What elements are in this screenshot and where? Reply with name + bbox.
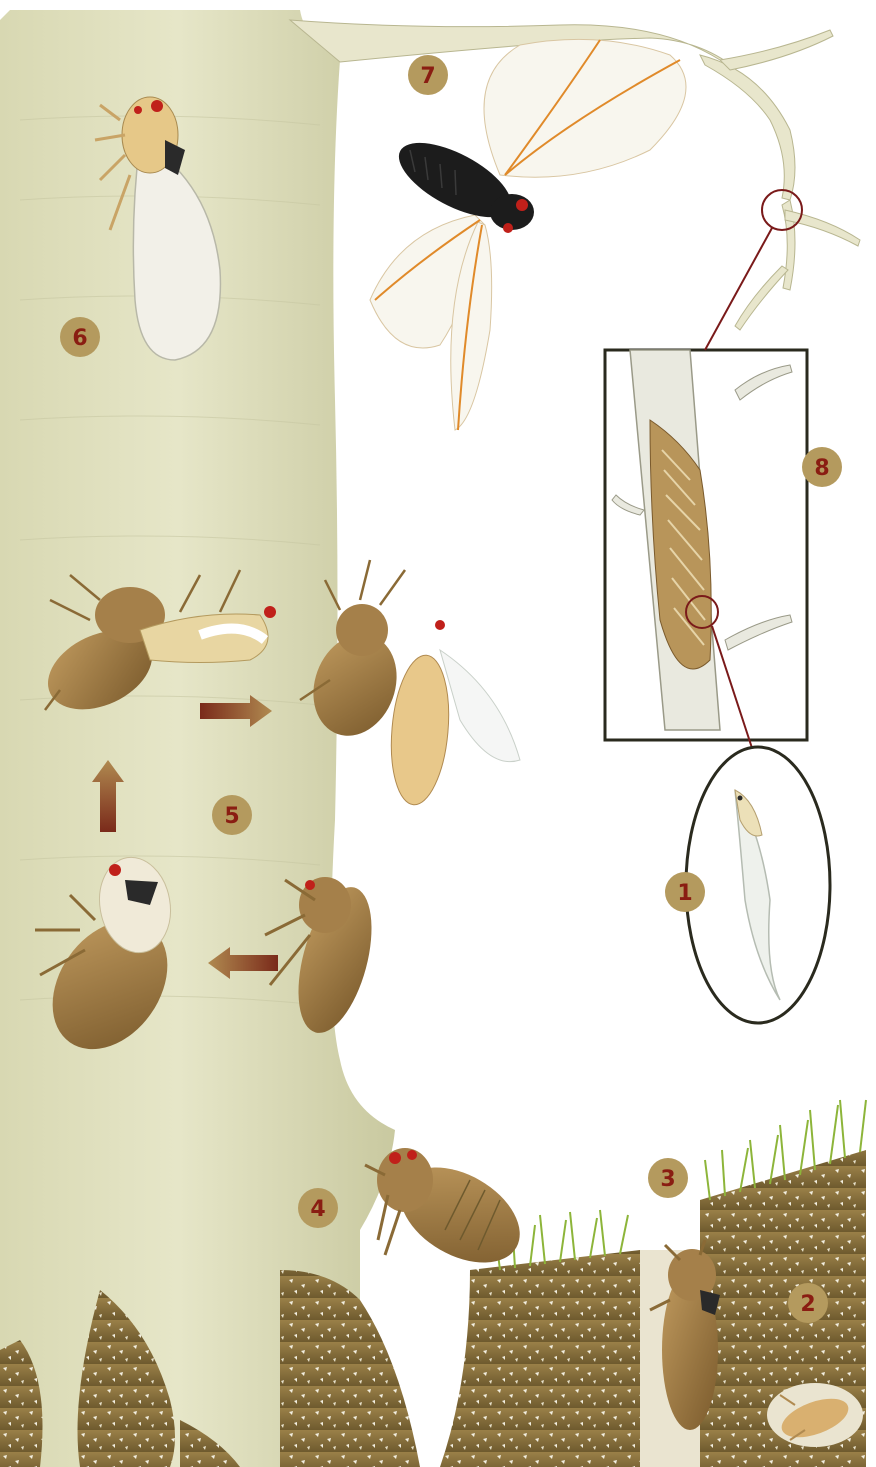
badge-stage-1: 1: [665, 872, 705, 912]
badge-stage-5: 5: [212, 795, 252, 835]
badge-stage-6: 6: [60, 317, 100, 357]
nymph-in-burrow: [767, 1383, 863, 1447]
badge-label-4: 4: [310, 1197, 325, 1222]
badge-label-5: 5: [224, 804, 239, 829]
badge-label-2: 2: [800, 1292, 815, 1317]
badge-label-1: 1: [677, 881, 692, 906]
nymph-emerging-from-ground: [365, 1148, 536, 1282]
badge-label-8: 8: [814, 456, 829, 481]
badge-label-3: 3: [660, 1167, 675, 1192]
badge-label-7: 7: [420, 64, 435, 89]
badge-stage-2: 2: [788, 1283, 828, 1323]
badge-stage-4: 4: [298, 1188, 338, 1228]
badge-stage-8: 8: [802, 447, 842, 487]
badge-stage-3: 3: [648, 1158, 688, 1198]
badge-label-6: 6: [72, 326, 87, 351]
badge-stage-7: 7: [408, 55, 448, 95]
twig-inset-panel: [605, 350, 807, 740]
